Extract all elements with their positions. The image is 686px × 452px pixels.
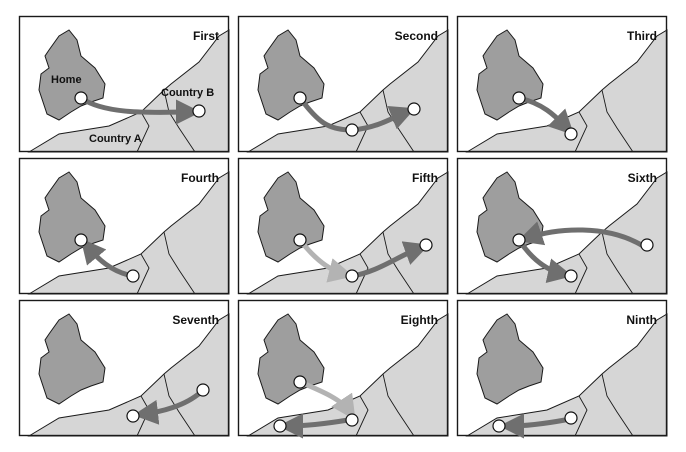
country-a-second-location-marker bbox=[492, 419, 506, 433]
move-arrow bbox=[78, 95, 201, 125]
country-b-location-marker bbox=[192, 104, 206, 118]
move-arrow-second-leg bbox=[349, 241, 430, 279]
panel-title: Sixth bbox=[628, 171, 657, 185]
country-a-location-marker bbox=[345, 269, 359, 283]
panel-title: Eighth bbox=[401, 313, 438, 327]
panel-seventh: Seventh bbox=[18, 299, 230, 437]
panel-title: Fifth bbox=[412, 171, 438, 185]
country-a-location-marker bbox=[345, 123, 359, 137]
panel-title: Seventh bbox=[172, 313, 219, 327]
home-location-marker bbox=[293, 91, 307, 105]
country-a-location-marker bbox=[126, 269, 140, 283]
panel-sixth: Sixth bbox=[456, 157, 668, 295]
panel-fourth: Fourth bbox=[18, 157, 230, 295]
panel-eighth: Eighth bbox=[237, 299, 449, 439]
country-a-label: Country A bbox=[89, 133, 142, 145]
panel-ninth: Ninth bbox=[456, 299, 668, 439]
country-b-location-marker bbox=[407, 102, 421, 116]
country-b-location-marker bbox=[196, 383, 210, 397]
home-location-marker bbox=[512, 91, 526, 105]
country-b-location-marker bbox=[640, 238, 654, 252]
country-a-location-marker bbox=[564, 127, 578, 141]
move-arrow-return-leg bbox=[517, 221, 646, 249]
country-a-location-marker bbox=[564, 411, 578, 425]
country-b-location-marker bbox=[419, 238, 433, 252]
country-b-label: Country B bbox=[161, 87, 214, 99]
panel-title: Second bbox=[395, 29, 438, 43]
panel-second: Second bbox=[237, 15, 449, 153]
panel-title: Third bbox=[627, 29, 657, 43]
country-a-second-location-marker bbox=[273, 419, 287, 433]
panel-title: Ninth bbox=[626, 313, 657, 327]
home-location-marker bbox=[74, 233, 88, 247]
move-arrow bbox=[133, 389, 204, 425]
move-arrow bbox=[499, 413, 568, 439]
country-a-location-marker bbox=[126, 409, 140, 423]
panel-third: Third bbox=[456, 15, 668, 153]
panel-title: Fourth bbox=[181, 171, 219, 185]
panel-fifth: Fifth bbox=[237, 157, 449, 295]
home-location-marker bbox=[293, 233, 307, 247]
home-location-marker bbox=[512, 233, 526, 247]
home-location-marker bbox=[293, 375, 307, 389]
country-a-location-marker bbox=[345, 413, 359, 427]
home-label: Home bbox=[51, 74, 82, 86]
home-location-marker bbox=[74, 91, 88, 105]
country-a-location-marker bbox=[564, 269, 578, 283]
panel-title: First bbox=[193, 29, 219, 43]
panel-first: First Home Country B Country A bbox=[18, 15, 230, 153]
move-arrow-second-leg bbox=[278, 413, 351, 439]
